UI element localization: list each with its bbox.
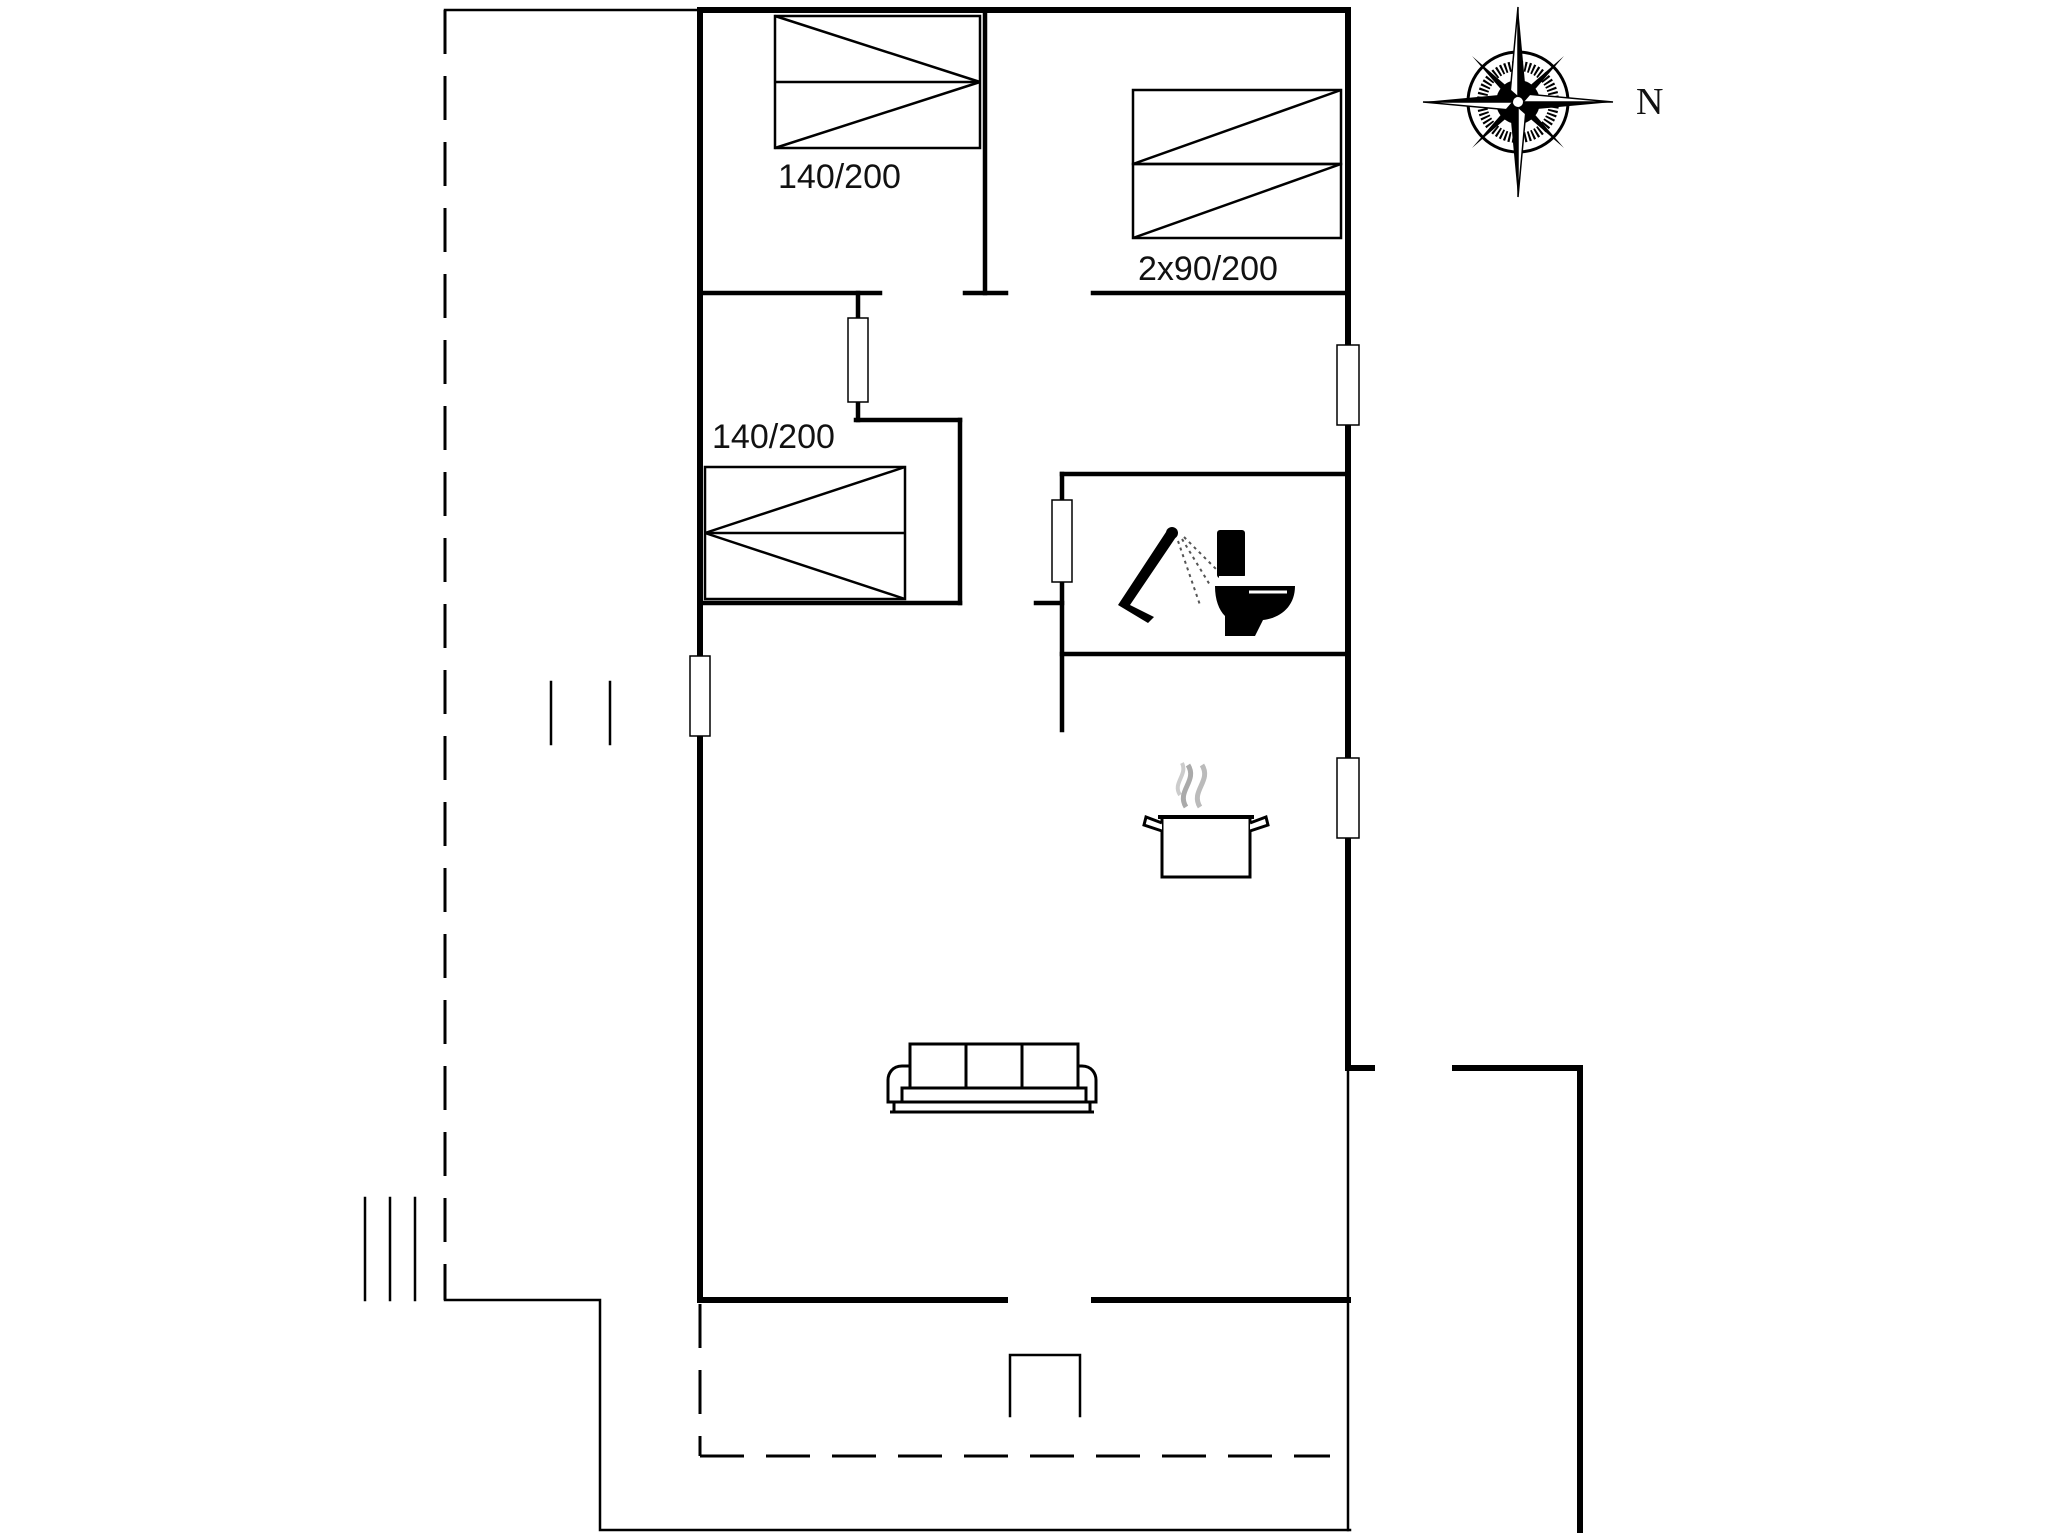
cooking-pot-icon [1142,762,1270,879]
bed-label-top-left: 140/200 [778,158,901,196]
fireplace [1008,1353,1082,1418]
bed-middle-left [703,465,907,601]
window-bathroom [1051,499,1073,583]
annex-right [1345,1065,1583,1533]
window-kitchen-east [1336,757,1360,839]
exterior-walls [697,7,1351,1303]
compass-rose-icon [1422,6,1614,198]
interior-walls [697,11,1351,733]
window-living-west [689,655,711,737]
bed-top-left [773,14,982,150]
terrace-bottom [698,1304,1330,1458]
window-bedroom3 [847,317,869,403]
sofa-icon [886,1042,1098,1114]
openings [689,317,1360,839]
shower-icon [1118,527,1217,623]
bed-label-middle-left: 140/200 [712,418,835,456]
north-label: N [1636,81,1663,123]
toilet-icon [1215,530,1295,636]
bed-label-top-right: 2x90/200 [1138,250,1278,288]
terrace-left-outline [443,8,1352,1532]
bed-top-right-2 [1131,162,1343,240]
steps [363,1196,417,1302]
bed-top-right-1 [1131,88,1343,166]
window-hall-east [1336,344,1360,426]
